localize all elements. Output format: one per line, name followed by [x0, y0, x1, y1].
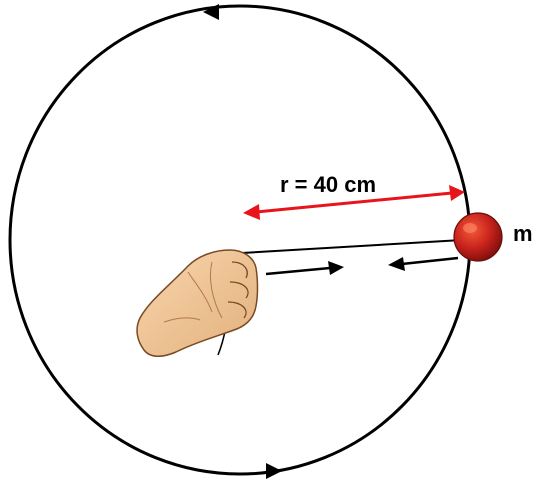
- orbit-direction-arrow-bottom: [266, 463, 282, 479]
- circular-orbit: [8, 4, 472, 476]
- tension-arrow-right: [265, 261, 344, 276]
- hand-holding-string-icon: [136, 249, 259, 357]
- mass-label: m: [513, 221, 533, 246]
- radius-label: r = 40 cm: [280, 172, 376, 197]
- radius-arrow: [243, 185, 465, 220]
- red-ball-icon: [453, 212, 503, 262]
- string: [241, 239, 463, 254]
- orbit-direction-arrow-top: [203, 4, 219, 20]
- tension-arrow-left: [388, 256, 459, 271]
